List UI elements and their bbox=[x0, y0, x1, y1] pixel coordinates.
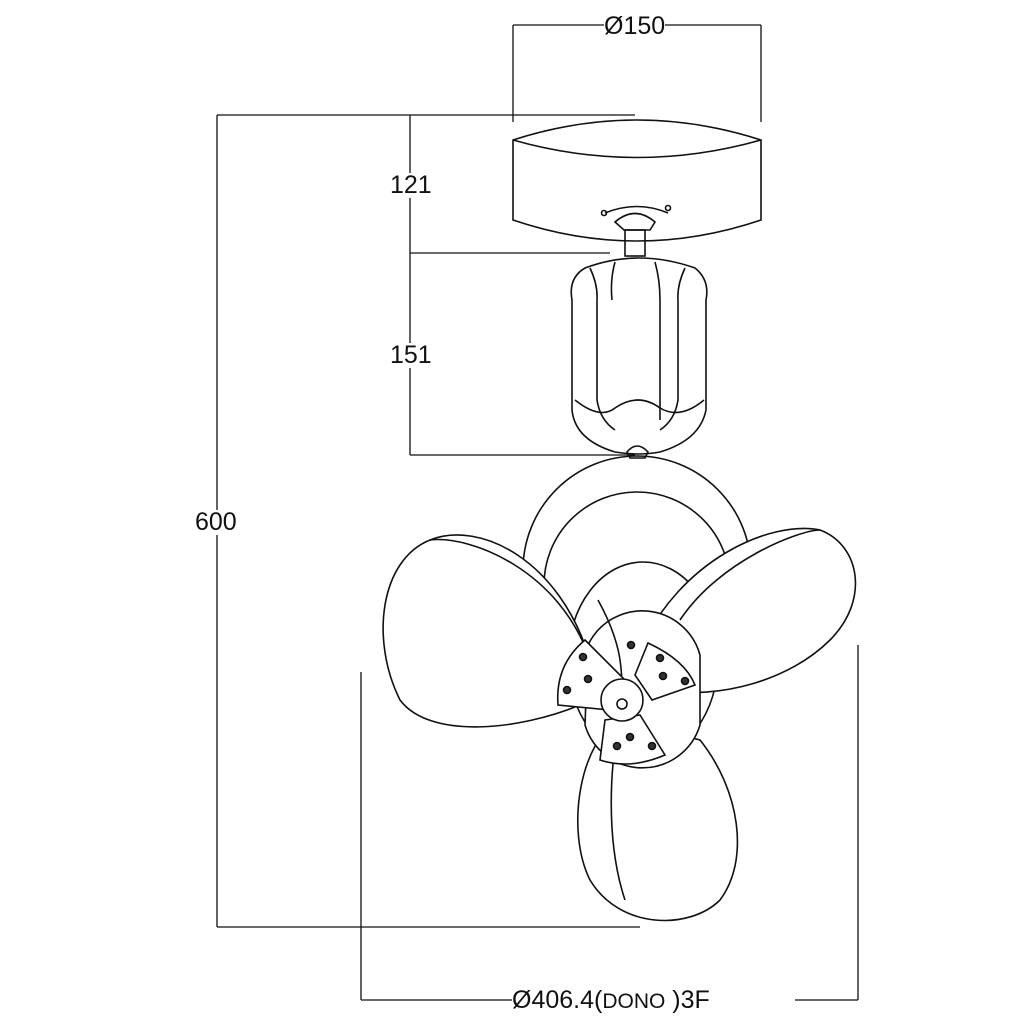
blade-span-value: Ø406.4( bbox=[512, 986, 603, 1014]
blade-span-label: Ø406.4(DONO )3F bbox=[512, 988, 710, 1013]
canopy bbox=[512, 119, 762, 242]
blade-span-note: DONO bbox=[602, 990, 666, 1013]
canopy-diameter-label: Ø150 bbox=[604, 12, 666, 40]
motor-height-label: 151 bbox=[390, 341, 432, 369]
overall-height-label: 600 bbox=[195, 508, 237, 536]
canopy-height-label: 121 bbox=[390, 171, 432, 199]
blade-span-suffix: )3F bbox=[665, 986, 710, 1014]
dimension-lines bbox=[216, 24, 859, 1001]
hub bbox=[556, 599, 701, 769]
downrod bbox=[613, 212, 657, 257]
motor-housing bbox=[570, 257, 708, 459]
